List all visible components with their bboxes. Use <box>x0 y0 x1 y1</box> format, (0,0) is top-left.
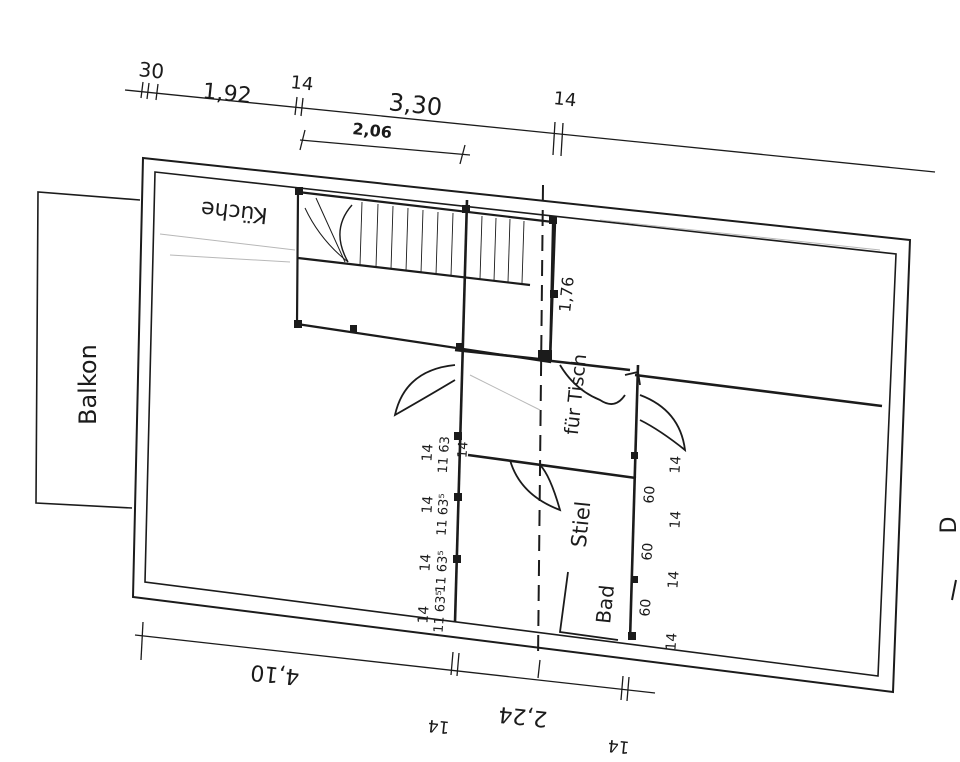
balkon-label: Balkon <box>74 344 102 425</box>
faint-marks <box>159 219 881 411</box>
dim-30-label: 30 <box>137 57 165 84</box>
dimension-line-bottom <box>134 621 656 702</box>
stiel-label: Stiel <box>567 500 596 548</box>
stair-steps <box>359 201 525 284</box>
wall-mark-63: 11 63 <box>436 436 454 474</box>
wall-mark-60: 60 <box>641 485 658 504</box>
wall-mark-14: 14 <box>667 510 684 529</box>
wall-mark-14: 14 <box>667 455 684 474</box>
dim-224-label: 2,24 <box>497 701 548 731</box>
balcony <box>35 191 141 509</box>
dim-14a-label: 14 <box>289 72 314 95</box>
edge-glyph: D <box>937 517 960 534</box>
wall-mark-635: 11 63⁵ <box>434 550 452 593</box>
dim-410-label: 4,10 <box>249 659 300 689</box>
wall-mark-60: 60 <box>637 598 654 617</box>
dim-14b-label: 14 <box>552 88 577 111</box>
wall-mark-14: 14 <box>665 570 682 589</box>
section-line <box>537 184 544 661</box>
dim-14c-label: 14 <box>427 715 451 737</box>
bath-fixture <box>558 571 619 641</box>
outer-walls <box>131 156 912 694</box>
dim-206-label: 2,06 <box>352 119 393 142</box>
bad-label: Bad <box>591 584 619 625</box>
stair-height-label: 1,76 <box>555 276 578 313</box>
wall-mark-14: 14 <box>419 495 436 514</box>
staircase <box>295 190 555 364</box>
dimension-line-top <box>124 81 936 173</box>
wall-mark-60: 60 <box>639 542 656 561</box>
door-swings <box>393 364 687 512</box>
kueche-label: Küche <box>200 196 269 228</box>
dim-14d-label: 14 <box>607 735 631 757</box>
wall-mark-14: 14 <box>419 443 436 462</box>
wall-mark-14: 14 <box>663 632 680 651</box>
wall-mark-635: 11 63⁵ <box>435 493 453 536</box>
edge-stroke <box>951 579 957 601</box>
wall-mark-14: 14 <box>417 553 434 572</box>
dim-192-label: 1,92 <box>201 79 252 109</box>
wall-mark-14: 14 <box>455 441 471 459</box>
dim-330-label: 3,30 <box>387 88 443 121</box>
fuer-tisch-label: für Tisch <box>561 353 591 436</box>
wall-mark-14: 14 <box>415 605 432 624</box>
wall-posts <box>294 187 638 640</box>
wall-mark-635: 11 63⁵ <box>432 590 450 633</box>
